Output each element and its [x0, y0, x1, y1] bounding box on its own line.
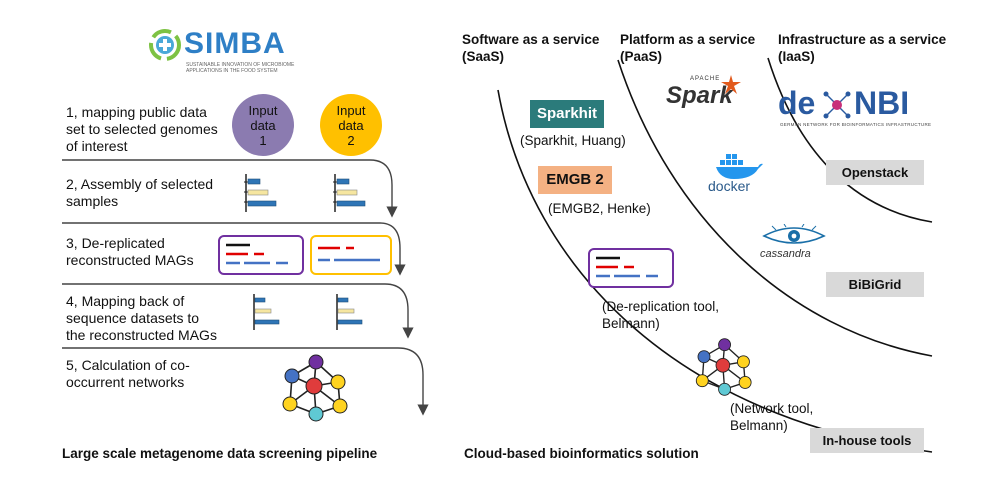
- cassandra-eye-icon: [762, 224, 826, 244]
- pipeline-step-3: 3, De-replicated reconstructed MAGs: [66, 235, 194, 269]
- cloud-caption: Cloud-based bioinformatics solution: [464, 446, 699, 461]
- step-5-line-2: occurrent networks: [66, 374, 185, 390]
- mapping-bars-icon-2: [336, 294, 363, 330]
- mag-box-icon-2: [310, 235, 392, 275]
- input-1-line-1: Input: [248, 102, 278, 118]
- input-1-line-2: data: [250, 117, 276, 133]
- arc-paas: [617, 59, 933, 357]
- separator-arrow-1: [62, 159, 398, 218]
- simba-logo-text: SIMBA: [184, 27, 286, 60]
- cassandra-logo: cassandra: [758, 224, 832, 264]
- spark-apache-text: APACHE: [690, 76, 721, 82]
- separator-arrow-4: [62, 347, 429, 416]
- network-graph-icon: [282, 354, 348, 422]
- step-3-line-2: reconstructed MAGs: [66, 252, 194, 268]
- step-5-line-1: 5, Calculation of co-: [66, 357, 190, 373]
- iaas-header-line-1: Infrastructure as a service: [778, 32, 947, 47]
- arc-iaas: [767, 57, 933, 223]
- step-1-line-2: set to selected genomes: [66, 121, 218, 137]
- inhouse-tools-label: In-house tools: [810, 428, 924, 453]
- network-tool-icon: [695, 338, 752, 396]
- saas-header-line-1: Software as a service: [462, 32, 600, 47]
- input-data-1-circle: Input data 1: [232, 94, 294, 156]
- step-1-line-1: 1, mapping public data: [66, 104, 207, 120]
- network-tool-line-1: (Network tool,: [730, 401, 814, 416]
- pipeline-step-4: 4, Mapping back of sequence datasets to …: [66, 293, 217, 344]
- column-header-iaas: Infrastructure as a service (IaaS): [778, 31, 946, 65]
- step-2-line-1: 2, Assembly of selected: [66, 176, 214, 192]
- simba-emblem-icon: [149, 29, 181, 61]
- sparkhit-badge: Sparkhit: [530, 100, 604, 128]
- network-tool-line-2: Belmann): [730, 418, 788, 433]
- step-4-line-3: the reconstructed MAGs: [66, 327, 217, 343]
- step-4-line-1: 4, Mapping back of: [66, 293, 185, 309]
- pipeline-step-1: 1, mapping public data set to selected g…: [66, 104, 218, 155]
- iaas-header-line-2: (IaaS): [778, 49, 815, 64]
- denbi-text-left: de: [778, 85, 816, 121]
- docker-whale-icon: [716, 154, 763, 179]
- column-header-saas: Software as a service (SaaS): [462, 31, 599, 65]
- step-2-line-2: samples: [66, 193, 119, 209]
- pipeline-step-5: 5, Calculation of co- occurrent networks: [66, 357, 190, 391]
- denbi-logo: de NBI GERMAN NETWORK FOR BIOINFORMATICS…: [776, 85, 931, 130]
- spark-name-text: Spark: [666, 82, 733, 109]
- separator-arrow-3: [62, 283, 414, 339]
- separator-arrow-2: [62, 222, 406, 276]
- saas-header-line-2: (SaaS): [462, 49, 505, 64]
- step-1-line-3: of interest: [66, 138, 128, 154]
- denbi-tagline: GERMAN NETWORK FOR BIOINFORMATICS INFRAS…: [780, 122, 932, 127]
- emgb-badge: EMGB 2: [538, 166, 612, 194]
- step-4-line-2: sequence datasets to: [66, 310, 200, 326]
- paas-header-line-2: (PaaS): [620, 49, 663, 64]
- input-data-2-circle: Input data 2: [320, 94, 382, 156]
- paas-header-line-1: Platform as a service: [620, 32, 756, 47]
- input-2-line-1: Input: [336, 102, 366, 118]
- openstack-label: Openstack: [826, 160, 924, 185]
- simba-logo: SIMBA SUSTAINABLE INNOVATION OF MICROBIO…: [148, 26, 298, 76]
- emgb-caption: (EMGB2, Henke): [548, 201, 651, 216]
- assembly-bars-icon-1: [244, 174, 277, 212]
- denbi-node-icon: [823, 91, 851, 119]
- pipeline-separators: [62, 159, 429, 416]
- simba-tagline-1: SUSTAINABLE INNOVATION OF MICROBIOME: [186, 62, 295, 68]
- bibigrid-label: BiBiGrid: [826, 272, 924, 297]
- input-1-line-3: 1: [259, 132, 267, 148]
- pipeline-step-2: 2, Assembly of selected samples: [66, 176, 213, 210]
- input-2-line-2: data: [338, 117, 364, 133]
- step-3-line-1: 3, De-replicated: [66, 235, 165, 251]
- docker-text: docker: [708, 178, 751, 194]
- mapping-bars-icon-1: [253, 294, 280, 330]
- assembly-bars-icon-2: [333, 174, 366, 212]
- docker-logo: docker: [706, 150, 770, 196]
- mag-box-icon-1: [218, 235, 304, 275]
- denbi-text-right: NBI: [854, 85, 910, 121]
- input-2-line-3: 2: [347, 132, 355, 148]
- dereplication-line-1: (De-replication tool,: [602, 299, 720, 314]
- cassandra-text: cassandra: [760, 248, 811, 260]
- dereplication-tool-icon: [588, 248, 674, 288]
- pipeline-caption: Large scale metagenome data screening pi…: [62, 446, 378, 461]
- simba-tagline-2: APPLICATIONS IN THE FOOD SYSTEM: [186, 68, 278, 74]
- spark-logo: APACHE Spark: [664, 74, 744, 114]
- spark-star-icon: [721, 75, 741, 94]
- sparkhit-caption: (Sparkhit, Huang): [520, 133, 626, 148]
- dereplication-caption: (De-replication tool, Belmann): [602, 298, 719, 332]
- network-tool-caption: (Network tool, Belmann): [730, 400, 813, 434]
- column-header-paas: Platform as a service (PaaS): [620, 31, 755, 65]
- dereplication-line-2: Belmann): [602, 316, 660, 331]
